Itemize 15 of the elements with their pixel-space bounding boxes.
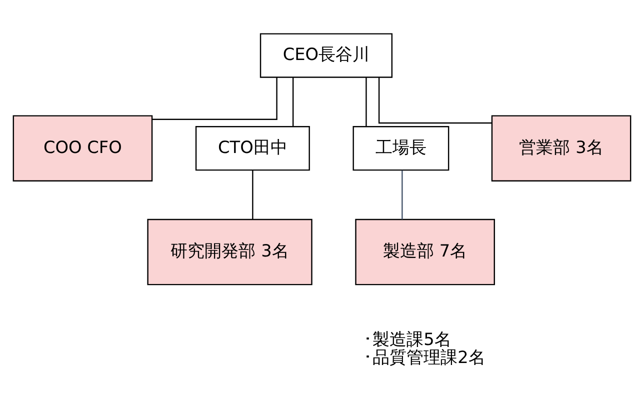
connector [402, 170, 403, 219]
node-label: ･製造課5名 [364, 328, 452, 349]
node-label: ･品質管理課2名 [364, 346, 486, 367]
node-box: CTO田中 [195, 126, 310, 170]
node-box: 営業部 3名 [491, 114, 632, 181]
connector [292, 77, 294, 126]
node-box: CEO長谷川 [260, 32, 393, 78]
node-box: 工場長 [352, 126, 450, 170]
connector [366, 77, 367, 126]
node-box: 研究開発部 3名 [147, 218, 312, 285]
connector [378, 76, 492, 124]
node-box: COO CFO [12, 114, 153, 181]
connector [152, 77, 278, 120]
connector [252, 170, 254, 219]
node-box: 製造部 7名 [355, 218, 495, 285]
